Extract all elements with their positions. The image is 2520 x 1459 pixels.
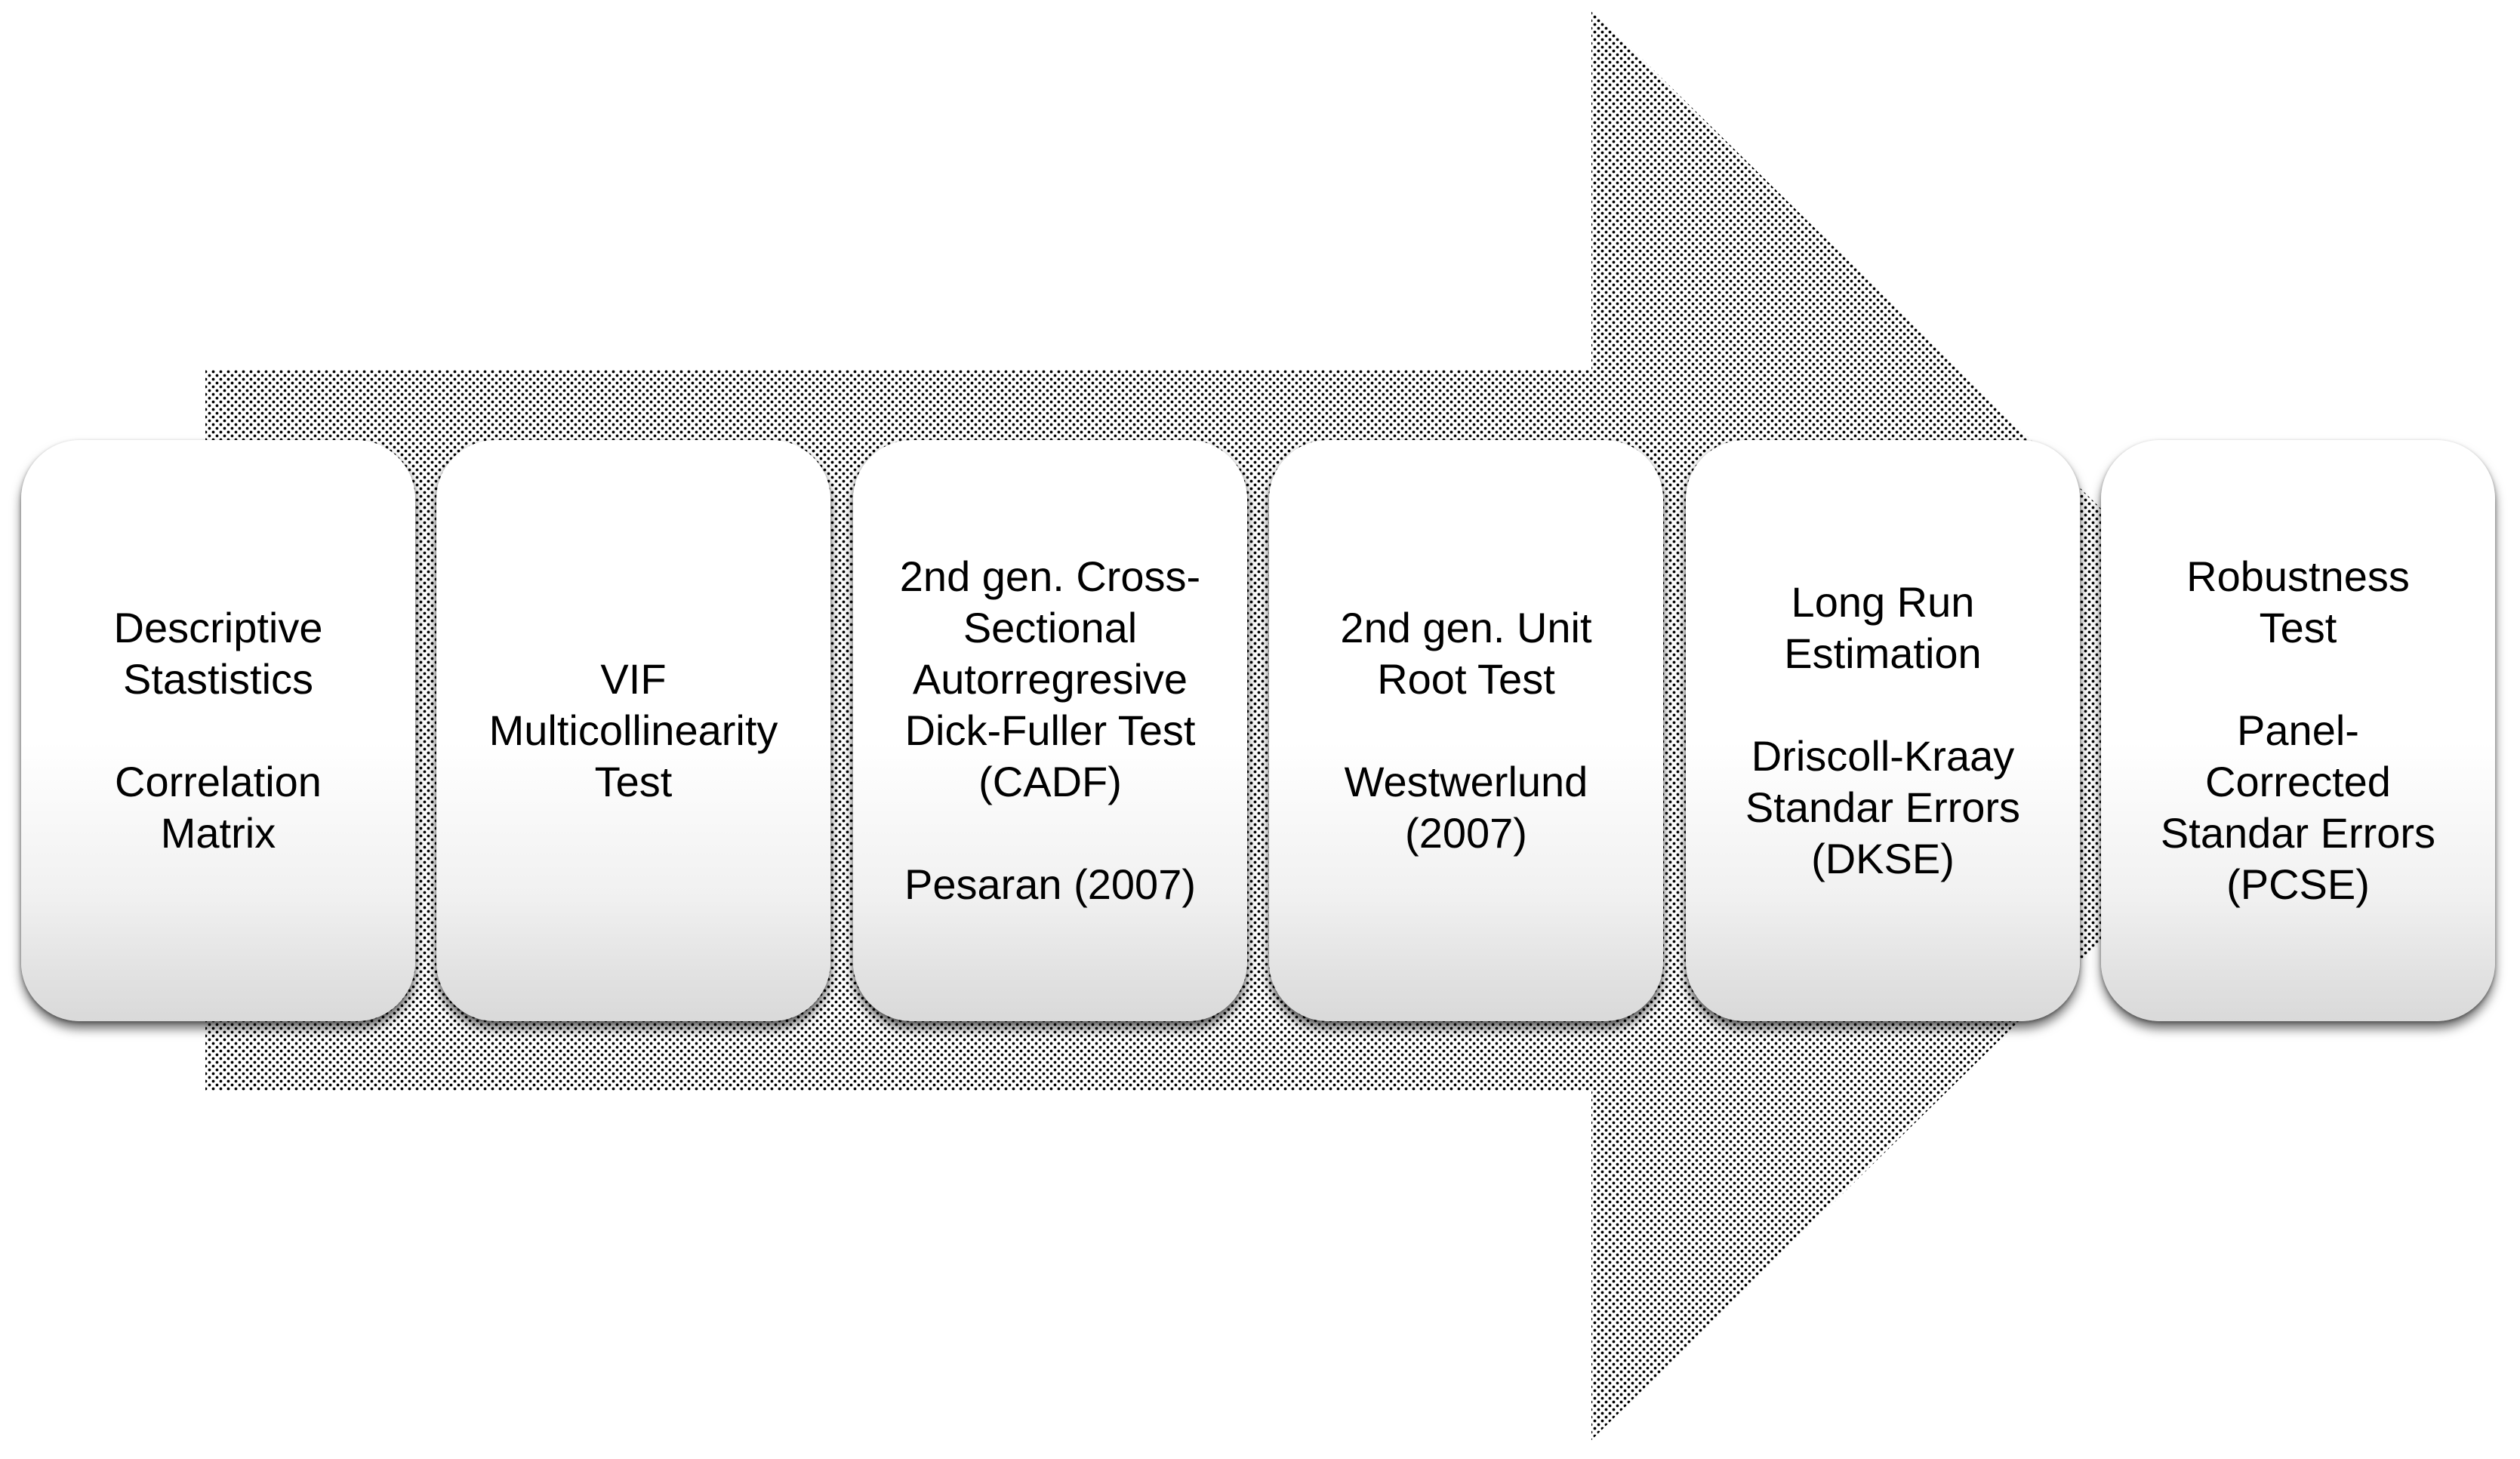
step-4-primary-line: Root Test [1377,655,1555,703]
step-4-secondary-line: (2007) [1405,809,1527,857]
step-4-secondary-line: Westwerlund [1344,758,1588,805]
step-4-spacer [1340,705,1591,756]
step-4-primary-line: 2nd gen. Unit [1340,604,1592,651]
step-2-primary-line: Multicollinearity [488,706,778,754]
step-2-primary-line: VIF [600,655,667,703]
step-6-primary-line: Robustness [2186,553,2410,600]
step-6-secondary-line: Corrected [2205,758,2391,805]
step-6-secondary-line: Standar Errors [2160,809,2436,857]
step-3-primary-line: Autorregresive [912,655,1188,703]
step-5-primary-line: Long Run [1791,578,1975,626]
step-5-secondary-line: (DKSE) [1811,835,1955,882]
step-3-spacer [900,808,1200,859]
step-6-secondary-line: (PCSE) [2226,860,2370,908]
step-6-spacer [2161,654,2435,705]
step-1-spacer [114,705,323,756]
step-1-primary-line: Descriptive [113,604,323,651]
step-5-secondary-line: Driscoll-Kraay [1751,732,2015,780]
step-5-secondary-line: Standar Errors [1745,783,2021,831]
step-3-primary-line: Dick-Fuller Test [904,706,1196,754]
step-6-secondary-line: Panel- [2237,706,2359,754]
arrow-body [205,9,2321,1440]
step-6-primary-line: Test [2259,604,2337,651]
step-1-secondary-line: Correlation [115,758,322,805]
step-2-primary-line: Test [594,758,673,805]
step-3-primary-line: (CADF) [978,758,1122,805]
step-3-secondary-line: Pesaran (2007) [904,860,1196,908]
step-1-primary-line: Stastistics [122,655,314,703]
step-5-spacer [1745,679,2020,731]
step-5-primary-line: Estimation [1784,629,1982,677]
step-3-primary-line: Sectional [963,604,1138,651]
step-1-secondary-line: Matrix [160,809,276,857]
step-3-primary-line: 2nd gen. Cross- [899,553,1201,600]
